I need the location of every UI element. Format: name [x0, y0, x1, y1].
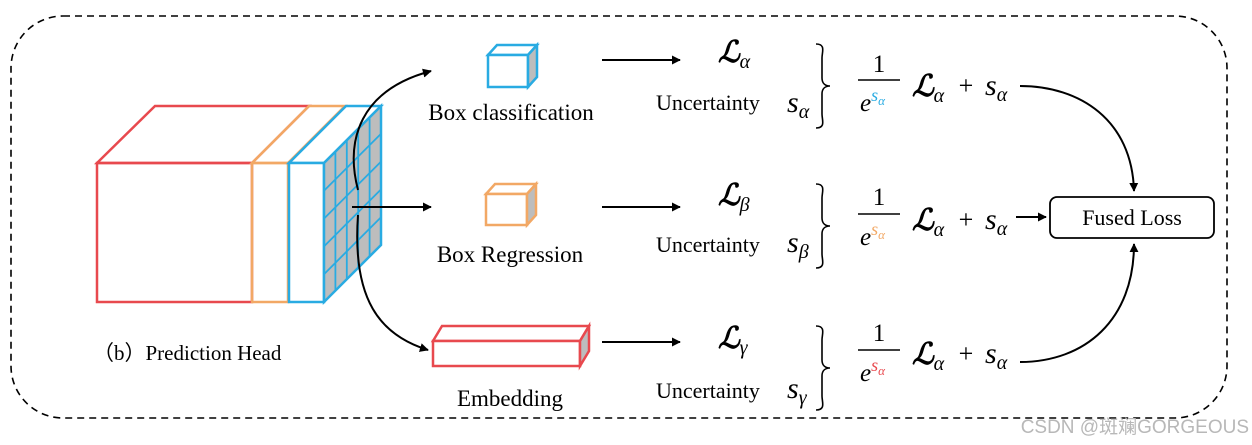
fused-loss-label: Fused Loss	[1082, 205, 1182, 230]
classification-uncertainty-label: Uncertainty	[656, 90, 760, 115]
regression-formula-denominator: esα	[860, 219, 886, 251]
fused-loss-node: Fused Loss	[1049, 196, 1215, 239]
classification-task-label: Box classification	[428, 100, 594, 125]
red-feature-cube	[93, 104, 313, 304]
prediction-head-block: （b）Prediction Head	[93, 102, 385, 365]
arrow-head-to-classification	[352, 68, 432, 191]
embedding-formula-plus: +	[959, 339, 974, 368]
classification-formula-plus: +	[959, 71, 974, 100]
embedding-branch: Embedding ℒγ Uncertainty sγ 1 esα ℒα + s…	[430, 320, 1008, 411]
regression-formula-loss: ℒα	[912, 204, 945, 241]
classification-branch: Box classification ℒα Uncertainty sα 1 e…	[428, 36, 1008, 129]
classification-brace	[815, 43, 831, 129]
arrow-head-to-embedding	[356, 214, 429, 352]
classification-cube-icon	[485, 41, 540, 91]
embedding-brace	[815, 325, 831, 411]
blue-feature-slice	[285, 102, 385, 306]
regression-brace	[815, 183, 831, 269]
regression-formula-numerator: 1	[873, 184, 886, 211]
classification-formula-denominator: esα	[860, 85, 886, 117]
classification-formula-numerator: 1	[873, 51, 886, 78]
classification-formula-s: sα	[985, 69, 1008, 106]
regression-uncertainty-symbol: sβ	[787, 226, 809, 263]
regression-formula-s: sα	[985, 203, 1008, 240]
classification-formula-loss: ℒα	[912, 70, 945, 107]
embedding-task-label: Embedding	[457, 386, 564, 411]
head-to-task-arrows	[352, 68, 432, 352]
fused-loss-box	[1049, 196, 1215, 239]
regression-task-label: Box Regression	[437, 242, 584, 267]
regression-cube-icon	[483, 180, 539, 229]
classification-uncertainty-symbol: sα	[787, 86, 810, 123]
embedding-formula-denominator: esα	[860, 355, 886, 387]
embedding-uncertainty-label: Uncertainty	[656, 378, 760, 403]
regression-branch: Box Regression ℒβ Uncertainty sβ 1 esα ℒ…	[437, 179, 1047, 269]
regression-formula-plus: +	[959, 205, 974, 234]
embedding-bar-icon	[430, 321, 592, 371]
classification-loss-symbol: ℒα	[718, 36, 751, 73]
embedding-formula-s: sα	[985, 337, 1008, 374]
embedding-loss-symbol: ℒγ	[718, 322, 749, 359]
arrow-embedding-to-fused	[1019, 243, 1139, 363]
prediction-head-caption: （b）Prediction Head	[93, 341, 282, 365]
embedding-uncertainty-symbol: sγ	[787, 372, 808, 409]
regression-loss-symbol: ℒβ	[718, 179, 750, 216]
arrow-classification-to-fused	[1019, 85, 1139, 192]
watermark-text: CSDN @斑斓GORGEOUS	[1021, 416, 1249, 438]
embedding-formula-loss: ℒα	[912, 338, 945, 375]
regression-uncertainty-label: Uncertainty	[656, 232, 760, 257]
dashed-outer-frame	[10, 15, 1228, 419]
embedding-formula-numerator: 1	[873, 320, 886, 347]
